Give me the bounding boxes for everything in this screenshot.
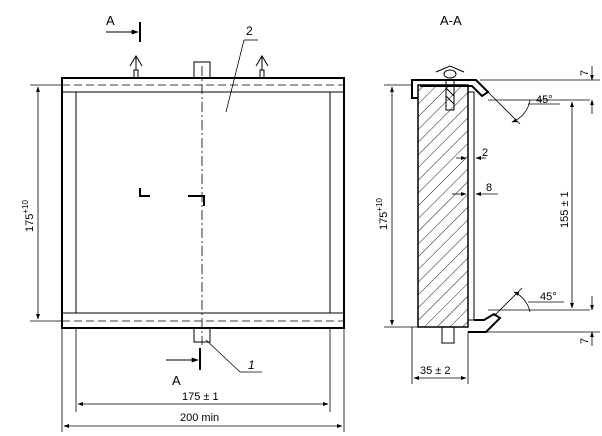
callout-2: 2 xyxy=(246,24,253,38)
angle-top-leader xyxy=(487,91,521,125)
section-marker-top: A xyxy=(106,13,115,28)
section-bottom-lug xyxy=(441,326,455,344)
inner-height-dim-value: 155 ± 1 xyxy=(559,191,571,228)
frame-channel xyxy=(411,79,490,99)
inner-width-dim-value: 175 ± 1 xyxy=(182,391,219,403)
depth-dim-value: 35 ± 2 xyxy=(420,365,451,377)
section-height-dim-value: 175+10 xyxy=(375,198,390,230)
corner-mark-right xyxy=(188,195,205,206)
top-lug xyxy=(193,61,211,79)
offset-top-value: 7 xyxy=(579,70,591,76)
height-dim-value: 175+10 xyxy=(21,200,36,232)
leader-2 xyxy=(225,39,245,113)
hatched-block xyxy=(417,84,469,328)
plate xyxy=(467,91,475,321)
angle-top-arc xyxy=(511,99,531,123)
wing-nut-left xyxy=(129,55,143,78)
outer-width-dim-value: 200 min xyxy=(180,412,219,424)
section-marker-bottom: A xyxy=(172,373,181,388)
angle-bottom-value: 45° xyxy=(540,291,557,303)
wing-nut-right xyxy=(255,55,269,78)
angle-top-value: 45° xyxy=(536,94,553,106)
thickness-8-value: 8 xyxy=(486,182,492,194)
offset-bottom-value: 7 xyxy=(579,338,591,344)
callout-1: 1 xyxy=(248,358,255,372)
section-title: A-A xyxy=(440,13,462,28)
angle-bottom-arc xyxy=(513,291,531,313)
wing-nut-section xyxy=(435,65,465,111)
section-view: A-A 175+10 155 ± 1 xyxy=(375,13,600,384)
thickness-2-value: 2 xyxy=(482,147,488,159)
frame-channel-bottom xyxy=(468,312,502,333)
leader-1 xyxy=(205,339,241,373)
front-view: A A 2 1 175+10 175 ± 1 200 min xyxy=(21,13,345,432)
angle-bottom-leader xyxy=(493,287,523,317)
corner-mark-left xyxy=(139,188,150,197)
